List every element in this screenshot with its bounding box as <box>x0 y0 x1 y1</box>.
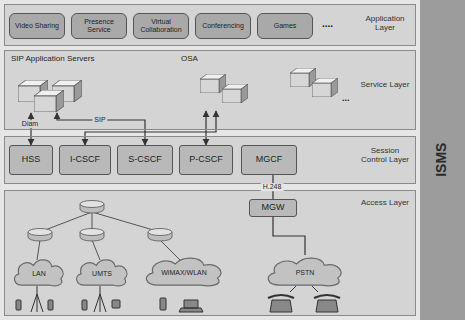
ellipsis-label: ... <box>342 94 350 104</box>
router-icon <box>80 229 104 242</box>
connector <box>57 113 145 145</box>
band-ground <box>4 136 416 184</box>
interface-label: SIP <box>92 116 107 124</box>
network-cloud: LAN <box>11 257 67 287</box>
box-label: MGCF <box>256 155 283 165</box>
side-band: ISMS <box>420 0 465 320</box>
box-label: I-CSCF <box>70 155 100 165</box>
function-box: MGW <box>249 199 297 217</box>
layer-label: Service Layer <box>358 81 412 90</box>
cloud-label: UMTS <box>92 266 112 278</box>
cloud-label: PSTN <box>296 265 315 277</box>
cloud-outline <box>77 260 127 286</box>
application-box: Conferencing <box>195 13 251 39</box>
cloud-label: LAN <box>32 266 46 278</box>
server-group: SIP Application Servers <box>11 55 103 113</box>
box-label: Presence Service <box>74 18 124 33</box>
layer-band: Session Control Layer HSS I-CSCF S-CSCF P-CS… <box>4 136 416 184</box>
band-ground <box>4 4 416 46</box>
layer-band: Application Layer Video Sharing Presence S… <box>4 4 416 46</box>
cloud-outline <box>15 260 64 286</box>
function-box: I-CSCF <box>59 145 111 175</box>
box-label: S-CSCF <box>128 155 162 165</box>
cloud-outline <box>146 258 221 286</box>
layer-label: Application Layer <box>358 15 412 33</box>
box-label: HSS <box>22 155 41 165</box>
server-label: OSA <box>181 55 251 64</box>
layer-label: Access Layer <box>358 199 412 208</box>
network-cloud: PSTN <box>263 255 347 287</box>
connector <box>85 111 216 145</box>
interface-label: Diam <box>20 120 40 128</box>
function-box: MGCF <box>241 145 297 175</box>
box-label: Video Sharing <box>15 22 59 30</box>
router-icon <box>28 229 52 242</box>
connector <box>30 113 31 145</box>
network-cloud: UMTS <box>73 257 131 287</box>
server-icon <box>222 84 248 103</box>
function-box: HSS <box>9 145 53 175</box>
page-ground <box>0 0 420 320</box>
application-box: Virtual Collaboration <box>133 13 189 39</box>
server-icon <box>34 90 64 112</box>
router-icon <box>80 201 104 214</box>
isms-ground <box>420 0 465 320</box>
box-label: Conferencing <box>202 22 244 30</box>
connector <box>205 111 206 145</box>
application-box: Presence Service <box>71 13 127 39</box>
layer-band: Access Layer MGW LAN UMTS WiMAX/WLAN PSTN <box>4 190 416 316</box>
terminal-devices <box>16 286 340 312</box>
box-label: Games <box>274 22 297 30</box>
ellipsis-label: .... <box>322 18 333 29</box>
cloud-label: WiMAX/WLAN <box>161 265 207 277</box>
layer-band: Service Layer SIP Application Servers OSA <box>4 50 416 130</box>
application-box: Games <box>257 13 313 39</box>
application-box: Video Sharing <box>9 13 65 39</box>
side-label: ISMS <box>435 143 450 177</box>
server-group: OSA <box>181 55 251 111</box>
network-wiring <box>37 212 180 260</box>
band-ground <box>4 50 416 130</box>
router-icon <box>148 229 172 242</box>
interface-label: H.248 <box>261 183 284 191</box>
connector <box>273 217 305 255</box>
box-label: P-CSCF <box>189 155 223 165</box>
network-cloud: WiMAX/WLAN <box>141 255 227 287</box>
band-ground <box>4 190 416 316</box>
server-label: SIP Application Servers <box>11 55 103 64</box>
function-box: S-CSCF <box>117 145 173 175</box>
cloud-outline <box>268 258 341 286</box>
function-box: P-CSCF <box>179 145 233 175</box>
box-label: Virtual Collaboration <box>136 18 186 33</box>
layer-label: Session Control Layer <box>358 147 412 165</box>
box-label: MGW <box>262 203 285 213</box>
server-icon <box>312 78 338 97</box>
